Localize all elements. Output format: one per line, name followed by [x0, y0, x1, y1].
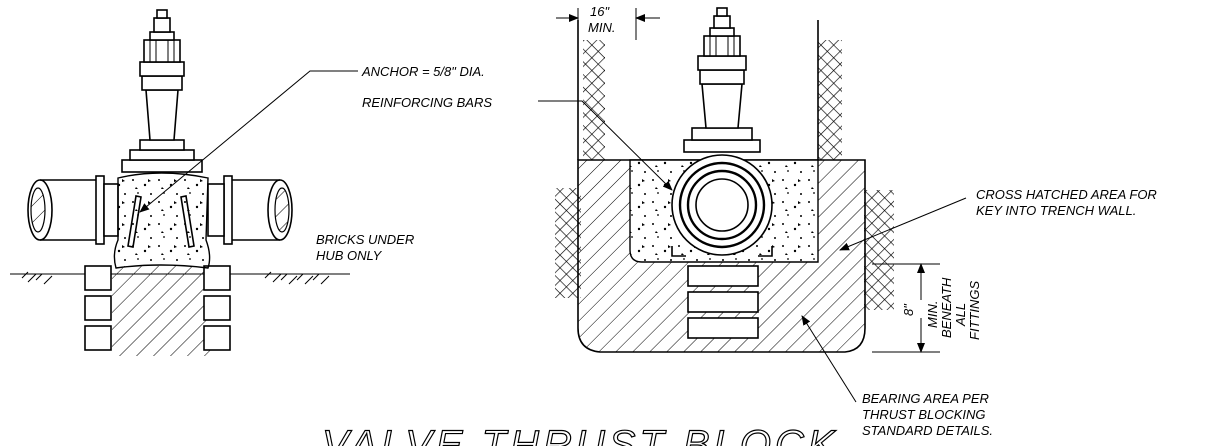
anchor-rods	[127, 195, 195, 248]
bearing-area-label-line2: THRUST BLOCKING	[862, 407, 986, 422]
bearing-area-label-line1: BEARING AREA PER	[862, 391, 989, 406]
valve-right	[683, 7, 761, 153]
reinforcing-bars-leader	[538, 100, 673, 191]
valve-left	[121, 9, 203, 173]
cross-hatched-label-line1: CROSS HATCHED AREA FOR	[976, 187, 1157, 202]
bearing-area-leader	[801, 315, 857, 403]
bricks-label-line2: HUB ONLY	[316, 248, 383, 263]
trench-wall-hatch	[555, 40, 894, 310]
drawing-title: VALVE THRUST BLOCK	[322, 423, 839, 446]
reinforcing-bars-label: REINFORCING BARS	[362, 95, 492, 110]
pipe-right	[207, 175, 293, 245]
cross-hatched-leader	[839, 197, 967, 251]
left-elevation-view	[10, 9, 350, 356]
depth-line2: BENEATH	[939, 277, 954, 338]
cross-hatched-label-line2: KEY INTO TRENCH WALL.	[976, 203, 1136, 218]
bricks	[84, 265, 231, 351]
pipe-left	[27, 175, 119, 245]
depth-line4: FITTINGS	[967, 280, 982, 340]
pipe-cross-section	[671, 154, 773, 257]
anchor-leader	[139, 70, 358, 213]
depth-line3: ALL	[953, 303, 968, 327]
depth-labels: 8" MIN. BENEATH ALL FITTINGS	[901, 277, 982, 340]
bricks-label-line1: BRICKS UNDER	[316, 232, 414, 247]
thrust-block-base	[112, 266, 212, 356]
bearing-area-label-line3: STANDARD DETAILS.	[862, 423, 993, 438]
trench-width-dimension	[556, 8, 660, 40]
depth-dimension	[872, 263, 940, 353]
bricks-section	[687, 265, 759, 339]
depth-value: 8"	[901, 303, 916, 316]
right-section-view	[555, 7, 940, 353]
trench-width-value: 16"	[590, 4, 610, 19]
depth-line1: MIN.	[925, 301, 940, 328]
anchor-label: ANCHOR = 5/8" DIA.	[361, 64, 485, 79]
trench-width-min: MIN.	[588, 20, 615, 35]
concrete-encasement-left	[113, 172, 211, 269]
